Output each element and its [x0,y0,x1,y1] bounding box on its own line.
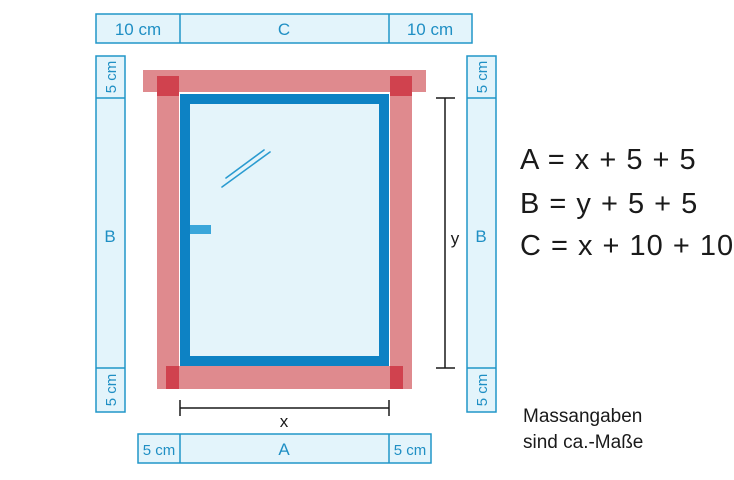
top-measure-strip: 10 cm C 10 cm [95,13,473,44]
bottom-measure-strip: 5 cm A 5 cm [137,433,432,464]
formula-a: A = x + 5 + 5 [520,144,697,176]
right-strip-top-label: 5 cm [474,61,491,94]
left-measure-strip: 5 cm B 5 cm [95,55,126,413]
top-strip-left-label: 10 cm [115,20,161,39]
top-strip-center-label: C [278,20,290,39]
height-dimension [436,97,455,369]
left-strip-top-label: 5 cm [103,61,120,94]
bottom-strip-center-label: A [278,440,290,459]
left-strip-bottom-label: 5 cm [103,374,120,407]
window-glass [190,104,379,356]
formula-c: C = x + 10 + 10 [520,230,734,262]
bottom-strip-right-label: 5 cm [394,442,427,459]
width-dimension [179,400,390,416]
right-strip-center-label: B [475,227,486,246]
window-handle-icon [190,225,211,234]
insulation-frame [143,70,426,389]
frame-left-bar [157,92,179,389]
frame-corner [390,366,403,389]
formula-b: B = y + 5 + 5 [520,188,699,220]
note-line-1: Massangaben [523,406,643,427]
top-strip-right-label: 10 cm [407,20,453,39]
bottom-strip-left-label: 5 cm [143,442,176,459]
height-dimension-label: y [451,229,460,248]
right-measure-strip: 5 cm B 5 cm [466,55,497,413]
frame-top-bar [143,70,426,92]
frame-corner [157,76,179,96]
note-line-2: sind ca.-Maße [523,432,644,453]
left-strip-center-label: B [104,227,115,246]
frame-right-bar [390,92,412,389]
frame-corner [166,366,179,389]
window [180,94,389,366]
frame-bottom-bar [157,366,412,389]
frame-corner [390,76,412,96]
right-strip-bottom-label: 5 cm [474,374,491,407]
width-dimension-label: x [280,412,289,431]
glass-reflection-icon [221,149,271,188]
